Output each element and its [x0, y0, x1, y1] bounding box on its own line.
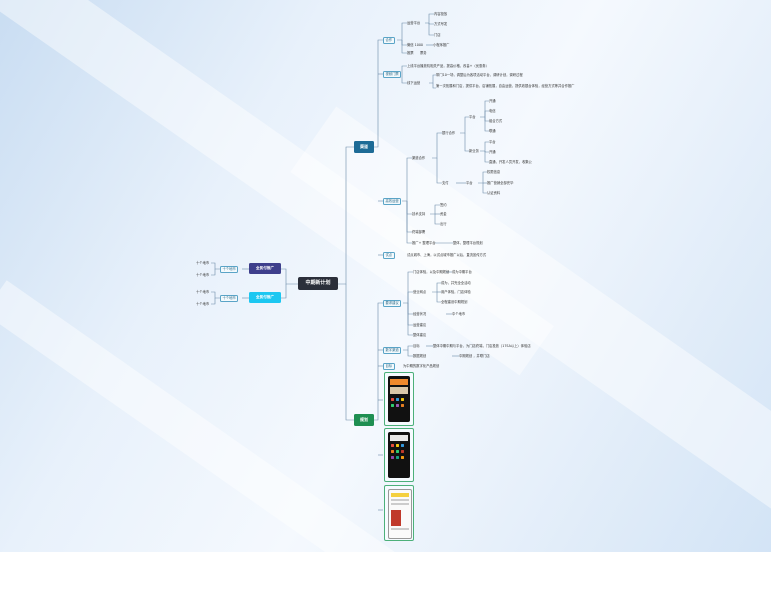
- left-leaf[interactable]: 十个地市: [196, 302, 210, 306]
- node[interactable]: 数字渠道: [383, 347, 402, 354]
- node[interactable]: 门店: [434, 33, 441, 37]
- node[interactable]: 线下运营: [407, 81, 421, 85]
- left-branch-1-tag[interactable]: 十个地市: [220, 266, 239, 273]
- left-leaf[interactable]: 十个地市: [196, 290, 210, 294]
- node[interactable]: 联通: [489, 129, 496, 133]
- node[interactable]: 技术支持: [412, 212, 426, 216]
- left-branch-1[interactable]: 全民付推广: [249, 263, 281, 274]
- left-leaf[interactable]: 十个地市: [196, 261, 210, 265]
- node[interactable]: 平台: [466, 181, 473, 185]
- node[interactable]: 电信: [489, 109, 496, 113]
- node[interactable]: 运营平台: [407, 21, 421, 25]
- left-branch-2[interactable]: 全民付推广: [249, 292, 281, 303]
- node[interactable]: 整体建议: [413, 333, 427, 337]
- node[interactable]: 票务: [420, 51, 427, 55]
- node[interactable]: 中个地市: [452, 312, 466, 316]
- node[interactable]: 开通: [489, 150, 496, 154]
- node[interactable]: 推票: [407, 51, 414, 55]
- node[interactable]: 新业务: [469, 149, 479, 153]
- node[interactable]: 内容投放: [434, 12, 448, 16]
- node[interactable]: 运营建议: [413, 323, 427, 327]
- node[interactable]: 微信 1000: [407, 43, 424, 47]
- node[interactable]: 目标: [413, 344, 420, 348]
- node[interactable]: 数据规划: [413, 354, 427, 358]
- node[interactable]: 平台: [469, 115, 476, 119]
- root-node[interactable]: 中期新计划: [298, 277, 338, 290]
- node[interactable]: 上线平台播放机相关产品，提高价格，改善+（优惠券）: [407, 64, 489, 68]
- left-branch-2-tag[interactable]: 十个地市: [220, 295, 239, 302]
- phone-screenshot-1-icon[interactable]: [384, 372, 414, 426]
- node[interactable]: 目标: [383, 363, 395, 370]
- node[interactable]: 权限信息: [487, 170, 501, 174]
- node[interactable]: 出行: [440, 222, 447, 226]
- left-leaf[interactable]: 十个地市: [196, 273, 210, 277]
- node[interactable]: 试点城市、上海，以试点城市推广以后，直流宣传方式: [407, 253, 487, 257]
- connector-lines: [211, 13, 489, 511]
- node[interactable]: 平台: [489, 140, 496, 144]
- node[interactable]: 小程序推广: [433, 43, 450, 47]
- node[interactable]: 直通，开发人员开发，收集公: [489, 160, 532, 164]
- phone-screenshot-2-icon[interactable]: [384, 428, 414, 482]
- node[interactable]: 视频门票: [383, 71, 402, 78]
- node[interactable]: 签约: [440, 203, 447, 207]
- node[interactable]: 中期规划 ，并联门店: [459, 354, 490, 358]
- node[interactable]: 门店体验，以及中期规划: [413, 270, 450, 274]
- node[interactable]: 带门10一场，调整后为各项活动平台，调研计划，调研过程: [436, 73, 523, 77]
- node[interactable]: 终端部署: [412, 230, 426, 234]
- phone-screenshot-3-icon[interactable]: [384, 485, 414, 541]
- node[interactable]: 试点: [383, 252, 395, 259]
- branch-lower[interactable]: 规划: [354, 414, 374, 426]
- node[interactable]: 高效运营: [383, 198, 402, 205]
- node[interactable]: 整体中期中期与平台，为门店终端，门店投放（17SA以上）体验店: [433, 344, 531, 348]
- node[interactable]: 推广+ 整理平台: [412, 241, 436, 245]
- node[interactable]: 资金: [440, 212, 447, 216]
- node[interactable]: 方式号发: [434, 22, 448, 26]
- node[interactable]: 组合方式: [489, 119, 503, 123]
- node[interactable]: 要求建议: [383, 300, 402, 307]
- node[interactable]: 经营状况: [413, 312, 427, 316]
- node[interactable]: 银行合作: [442, 131, 456, 135]
- node[interactable]: 为中期的数字化产品规划: [403, 364, 440, 368]
- node[interactable]: 开通: [489, 99, 496, 103]
- node[interactable]: 全程建设中期规划: [441, 300, 468, 304]
- node[interactable]: 支付: [442, 181, 449, 185]
- node[interactable]: 推广营销全部完毕: [487, 181, 514, 185]
- node[interactable]: 认证资料: [487, 191, 501, 195]
- node[interactable]: 渠道合作: [412, 156, 426, 160]
- node[interactable]: 合作: [383, 37, 395, 44]
- node[interactable]: 成为中期平台: [452, 270, 472, 274]
- node[interactable]: 营业网点: [413, 290, 427, 294]
- node[interactable]: 第一次拓展和门店，提供平台，店铺拓展，自由运营，提供收银台体验，经营方式等并合作…: [436, 84, 575, 88]
- node[interactable]: 用户体验，门店体验: [441, 290, 471, 294]
- node[interactable]: 整体，整理平台规划: [453, 241, 483, 245]
- node[interactable]: 成为，并完全全活动: [441, 281, 471, 285]
- branch-upper[interactable]: 渠道: [354, 141, 374, 153]
